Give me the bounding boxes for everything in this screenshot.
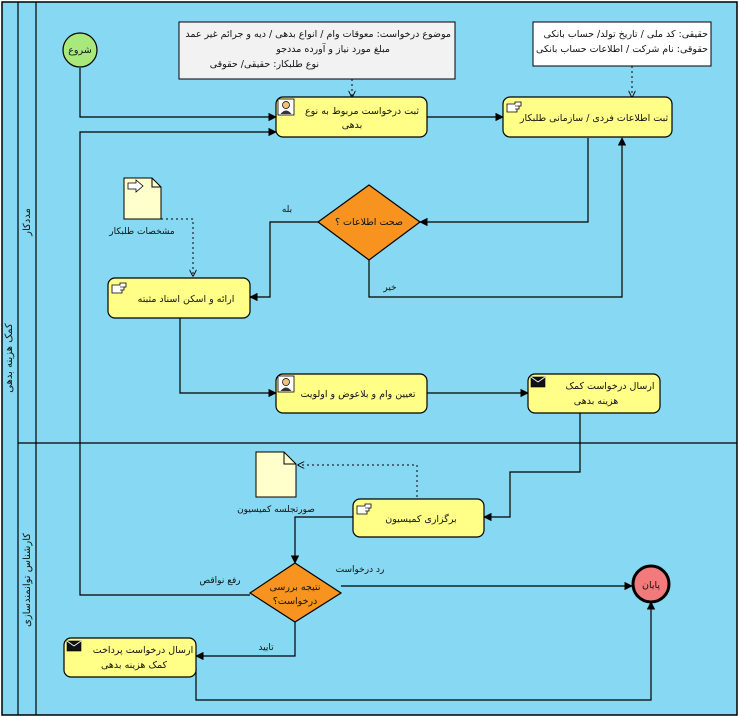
gateway-result-line1: نتیجه بررسی: [270, 582, 321, 593]
user-icon: [277, 98, 295, 116]
send-message-icon: [530, 376, 546, 388]
gateway-result-line2: درخواست؟: [273, 596, 318, 607]
gateway-check-info[interactable]: صحت اطلاعات ؟: [316, 184, 422, 261]
note-request-line3: نوع طلبکار: حقیقی/ حقوقی: [210, 59, 319, 70]
edge-label-reject: رد درخواست: [336, 565, 385, 575]
lane-label-empowerment-expert: کارشناس توانمندسازی: [22, 533, 33, 627]
task-set-amount[interactable]: تعیین وام و بلاعوض و اولویت: [275, 373, 428, 414]
flow-check-yes: [249, 221, 318, 302]
user-icon: [277, 375, 295, 393]
task-register-info[interactable]: ثبت اطلاعات فردی / سازمانی طلبکار: [502, 96, 673, 138]
start-event-label: شروع: [68, 45, 91, 56]
edge-label-fix-defects: رفع نواقص: [199, 576, 240, 586]
note-request-line1: موضوع درخواست: معوقات وام / انواع بدهی /…: [185, 29, 451, 40]
note-request: موضوع درخواست: معوقات وام / انواع بدهی /…: [178, 21, 456, 80]
task-hold-committee[interactable]: برگزاری کمیسیون: [352, 498, 485, 538]
associations: [146, 66, 632, 497]
task-register-request-line2: بدهی: [342, 120, 363, 131]
assoc-creditor-specs: [146, 218, 193, 276]
flow-start-to-register: [79, 68, 277, 122]
flow-result-fix-defects: [79, 127, 277, 596]
task-send-request[interactable]: ارسال درخواست کمک هزینه بدهی: [527, 373, 661, 414]
gateway-result[interactable]: نتیجه بررسی درخواست؟: [248, 562, 343, 623]
manual-task-icon: [506, 101, 522, 113]
task-set-amount-label: تعیین وام و بلاعوض و اولویت: [301, 389, 416, 400]
note-creditor-line1: حقیقی: کد ملی / تاریخ تولد/ حساب بانکی: [543, 29, 708, 40]
task-hold-committee-label: برگزاری کمیسیون: [385, 513, 456, 525]
task-send-payment[interactable]: ارسال درخواست پرداخت کمک هزینه بدهی: [63, 637, 197, 678]
task-register-info-label: ثبت اطلاعات فردی / سازمانی طلبکار: [519, 113, 669, 124]
end-event[interactable]: پایان: [631, 564, 671, 604]
flow-docs-to-amount: [179, 318, 277, 398]
task-present-docs[interactable]: ارائه و اسکن اسناد مثبته: [107, 277, 251, 319]
task-register-request-line1: ثبت درخواست مربوط به نوع: [305, 106, 419, 117]
end-event-label: پایان: [642, 580, 660, 591]
gateway-check-info-label: صحت اطلاعات ؟: [335, 217, 403, 228]
flow-check-no: [368, 137, 627, 298]
input-arrow-icon: [127, 179, 144, 193]
task-present-docs-label: ارائه و اسکن اسناد مثبته: [138, 294, 235, 305]
data-object-creditor-specs: مشخصات طلبکار: [108, 177, 175, 237]
task-register-request[interactable]: ثبت درخواست مربوط به نوع بدهی: [275, 96, 428, 138]
start-event[interactable]: شروع: [62, 32, 98, 68]
data-object-creditor-specs-label: مشخصات طلبکار: [108, 227, 175, 237]
manual-task-icon: [111, 282, 127, 294]
flow-info-to-check: [419, 138, 589, 227]
flow-committee-to-result: [290, 516, 353, 564]
data-object-minutes-label: صورتجلسه کمیسیون: [237, 505, 315, 515]
edge-label-approve: تایید: [258, 643, 274, 653]
note-creditor: حقیقی: کد ملی / تاریخ تولد/ حساب بانکی ح…: [532, 21, 712, 67]
edge-label-no: خیر: [382, 283, 396, 293]
data-object-minutes: صورتجلسه کمیسیون: [237, 451, 315, 515]
flow-payment-to-end: [195, 601, 656, 701]
send-message-icon: [66, 640, 82, 652]
flow-result-approve: [195, 620, 296, 661]
lane-label-social-worker: مددکار: [22, 208, 33, 237]
task-send-request-line1: ارسال درخواست کمک: [565, 381, 654, 392]
note-creditor-line2: حقوقی: نام شرکت / اطلاعات حساب بانکی: [536, 44, 708, 55]
manual-task-icon: [356, 503, 372, 515]
flow-send-to-committee: [483, 413, 581, 522]
sequence-flows: [79, 68, 656, 701]
task-send-payment-line2: کمک هزینه بدهی: [101, 660, 167, 671]
note-request-line2: مبلغ مورد نیاز و آورده مددجو: [275, 42, 390, 55]
assoc-minutes: [298, 465, 418, 497]
edge-label-yes: بله: [282, 205, 292, 215]
edge-labels: بله خیر رد درخواست رفع نواقص تایید: [199, 205, 396, 653]
task-send-payment-line1: ارسال درخواست پرداخت: [93, 645, 194, 656]
task-send-request-line2: هزینه بدهی: [574, 396, 618, 407]
pool-label: کمک هزینه بدهی: [4, 323, 15, 393]
